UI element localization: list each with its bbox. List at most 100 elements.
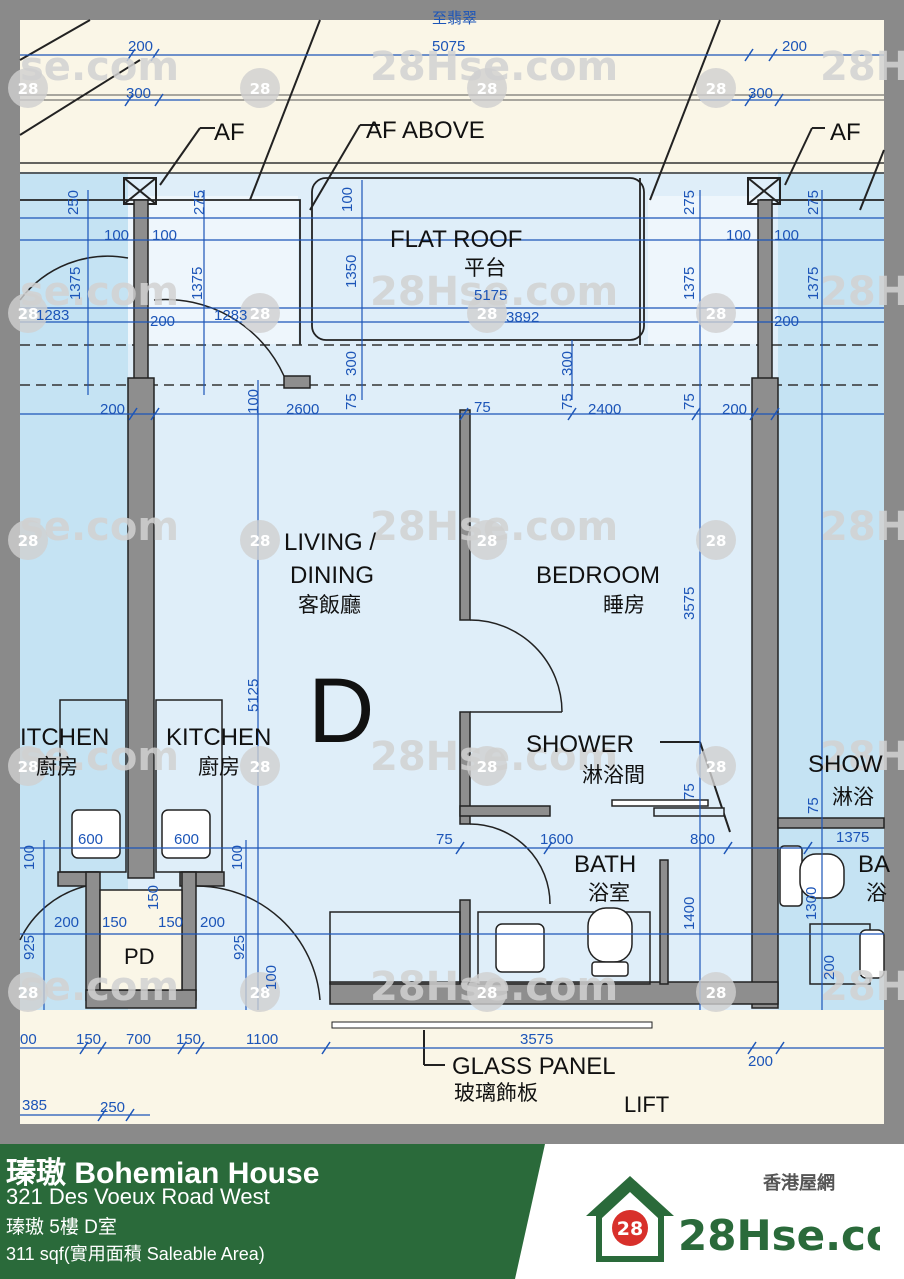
svg-text:28: 28 (706, 305, 727, 323)
bath-zh-label: 浴室 (588, 882, 630, 905)
svg-text:75: 75 (805, 797, 822, 814)
svg-text:250: 250 (100, 1099, 125, 1116)
svg-text:28: 28 (18, 758, 39, 776)
property-unit: 瑧璈 5樓 D室 (6, 1217, 117, 1238)
watermarks: 28Hse.com 28Hse.com se.com 28Hse.com 28H… (8, 44, 904, 1012)
svg-text:2600: 2600 (286, 401, 319, 418)
dimension-lines (20, 54, 884, 1116)
svg-text:28: 28 (477, 305, 498, 323)
svg-text:28: 28 (706, 758, 727, 776)
svg-text:1600: 1600 (540, 831, 573, 848)
svg-text:28: 28 (250, 305, 271, 323)
bath-right-label: BA (858, 851, 890, 878)
svg-text:150: 150 (102, 914, 127, 931)
svg-text:1400: 1400 (681, 897, 698, 930)
svg-text:100: 100 (152, 227, 177, 244)
svg-text:28Hse.com: 28Hse.com (820, 269, 904, 315)
svg-text:至翡翠: 至翡翠 (432, 10, 477, 27)
svg-text:1375: 1375 (836, 829, 869, 846)
svg-text:200: 200 (200, 914, 225, 931)
af-left-label: AF (214, 119, 245, 146)
svg-text:28: 28 (477, 532, 498, 550)
svg-text:28: 28 (250, 80, 271, 98)
svg-text:100: 100 (726, 227, 751, 244)
svg-text:200: 200 (821, 955, 838, 980)
svg-text:925: 925 (231, 935, 248, 960)
svg-text:28: 28 (706, 80, 727, 98)
watermark-row-4: 28Hse.com 28Hse.com se.com (20, 734, 904, 780)
svg-text:100: 100 (245, 389, 262, 414)
svg-text:275: 275 (805, 190, 822, 215)
bedroom-zh-label: 睡房 (603, 594, 645, 617)
svg-text:28: 28 (18, 984, 39, 1002)
bath-label: BATH (574, 851, 636, 878)
svg-text:1283: 1283 (214, 307, 247, 324)
kitchen-label: KITCHEN (166, 724, 271, 751)
svg-text:300: 300 (748, 85, 773, 102)
pd-label: PD (124, 944, 155, 969)
svg-text:2400: 2400 (588, 401, 621, 418)
glass-panel-zh-label: 玻璃飾板 (454, 1082, 538, 1105)
glass-panel-label: GLASS PANEL (452, 1053, 616, 1080)
svg-text:100: 100 (21, 845, 38, 870)
svg-text:800: 800 (690, 831, 715, 848)
svg-text:385: 385 (22, 1097, 47, 1114)
door-swings (19, 255, 563, 1001)
flat-roof-label: FLAT ROOF (390, 226, 522, 253)
brand-logo[interactable]: 28 28Hse.com (580, 1164, 880, 1274)
svg-text:28: 28 (250, 532, 271, 550)
room-fills (20, 172, 884, 1010)
room-labels: AF AF ABOVE AF FLAT ROOF 平台 LIVING / DIN… (20, 117, 890, 1117)
svg-text:28: 28 (706, 532, 727, 550)
dimension-labels: 至翡翠 200 5075 200 300 300 100 100 100 100… (20, 10, 869, 1116)
svg-text:100: 100 (229, 845, 246, 870)
house-logo-icon: 28 (586, 1176, 674, 1262)
svg-text:600: 600 (174, 831, 199, 848)
brand-name: 28Hse.com (678, 1211, 880, 1260)
kitchen-left-zh-label: 廚房 (36, 756, 78, 779)
svg-text:75: 75 (681, 783, 698, 800)
floorplan-drawing: 28Hse.com 28Hse.com se.com 28Hse.com 28H… (8, 10, 904, 1124)
listing-footer: 瑧璈 Bohemian House 321 Des Voeux Road Wes… (0, 1144, 904, 1279)
svg-text:5175: 5175 (474, 287, 507, 304)
svg-text:1375: 1375 (681, 267, 698, 300)
svg-text:300: 300 (126, 85, 151, 102)
leader-lines (19, 19, 885, 1066)
watermark-house-icons (8, 68, 736, 1012)
living-label-1: LIVING / (284, 529, 376, 556)
kitchen-zh-label: 廚房 (198, 756, 240, 779)
svg-text:5125: 5125 (245, 679, 262, 712)
svg-text:75: 75 (436, 831, 453, 848)
living-zh-label: 客飯廳 (298, 594, 361, 617)
svg-text:28: 28 (477, 984, 498, 1002)
property-address: 321 Des Voeux Road West (6, 1184, 270, 1209)
svg-text:28Hse.com: 28Hse.com (820, 734, 904, 780)
svg-text:200: 200 (54, 914, 79, 931)
bath-right-zh-label: 浴 (866, 882, 887, 905)
svg-text:150: 150 (76, 1031, 101, 1048)
glass-panel-line (331, 1021, 653, 1029)
svg-text:275: 275 (191, 190, 208, 215)
fixtures (59, 699, 885, 985)
svg-text:1100: 1100 (246, 1031, 278, 1048)
svg-text:28: 28 (18, 532, 39, 550)
svg-text:28: 28 (18, 305, 39, 323)
walls (57, 199, 885, 1009)
svg-text:1375: 1375 (189, 267, 206, 300)
property-area: 311 sqf(實用面積 Saleable Area) (6, 1244, 265, 1264)
svg-text:200: 200 (128, 38, 153, 55)
svg-text:1375: 1375 (805, 267, 822, 300)
svg-text:300: 300 (559, 351, 576, 376)
svg-text:200: 200 (722, 401, 747, 418)
flat-roof-zh-label: 平台 (464, 257, 506, 280)
svg-text:1375: 1375 (67, 267, 84, 300)
svg-text:28Hse.com: 28Hse.com (820, 44, 904, 90)
svg-text:1283: 1283 (36, 307, 69, 324)
svg-text:3575: 3575 (681, 587, 698, 620)
svg-text:28: 28 (18, 80, 39, 98)
svg-text:28: 28 (617, 1218, 643, 1240)
svg-text:3575: 3575 (520, 1031, 553, 1048)
svg-text:3892: 3892 (506, 309, 539, 326)
shower-zh-label: 淋浴間 (582, 764, 645, 787)
